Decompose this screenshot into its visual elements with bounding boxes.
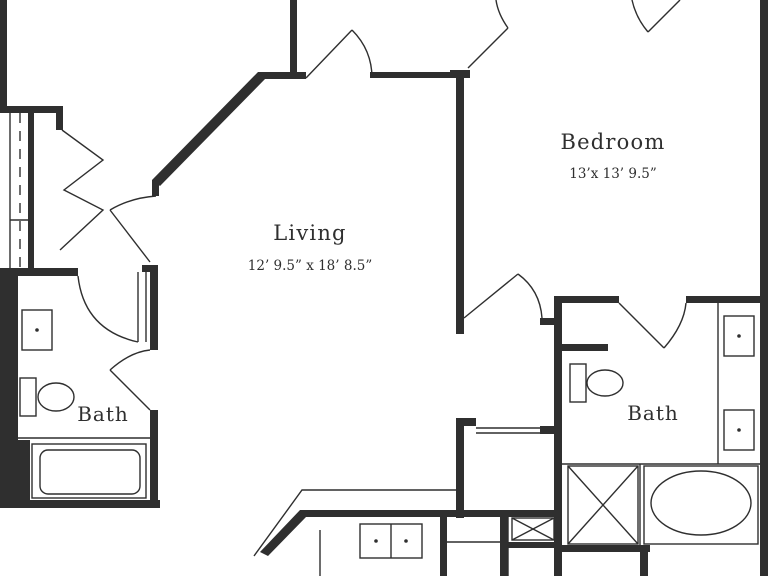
- left-bath-label: Bath: [77, 402, 129, 426]
- left-bath-sink: [21, 309, 53, 351]
- thin-lines: [9, 0, 760, 576]
- left-bath-toilet-tank: [19, 377, 37, 417]
- right-bath-label: Bath: [627, 401, 679, 425]
- fixtures: [19, 309, 759, 559]
- right-bath-toilet-tank: [569, 363, 587, 403]
- left-bath-toilet-bowl: [37, 382, 75, 412]
- bedroom-label: Bedroom: [561, 130, 666, 154]
- living-dimensions: 12’ 9.5” x 18’ 8.5”: [248, 258, 372, 274]
- bedroom-dimensions: 13’x 13’ 9.5”: [569, 166, 657, 182]
- right-bath-toilet-bowl: [586, 369, 624, 397]
- living-label: Living: [273, 221, 346, 245]
